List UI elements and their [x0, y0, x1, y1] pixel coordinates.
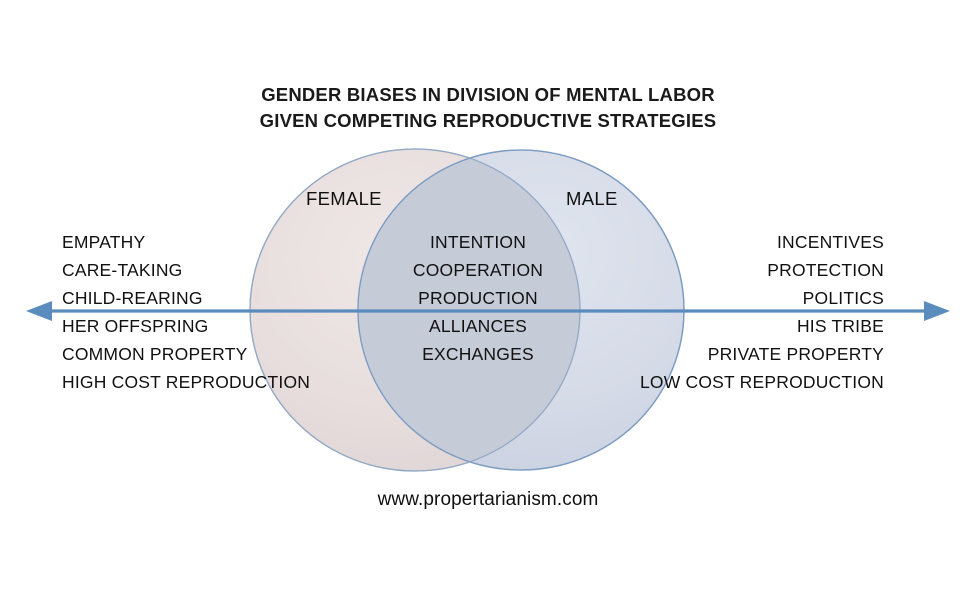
title-line-1: GENDER BIASES IN DIVISION OF MENTAL LABO… [261, 84, 715, 105]
list-item: CHILD-REARING [62, 288, 203, 308]
list-item: PROTECTION [767, 260, 884, 280]
list-item: ALLIANCES [428, 316, 528, 336]
list-item: CARE-TAKING [62, 260, 183, 280]
list-item: PRIVATE PROPERTY [707, 344, 884, 364]
list-item: LOW COST REPRODUCTION [639, 372, 884, 392]
axis-arrowhead-right [924, 301, 950, 321]
list-item: INTENTION [429, 232, 527, 252]
list-item: INCENTIVES [776, 232, 884, 252]
list-item: EXCHANGES [422, 344, 534, 364]
female-traits-list: EMPATHY CARE-TAKING CHILD-REARING HER OF… [62, 228, 402, 396]
axis-arrowhead-left [26, 301, 52, 321]
male-circle-label: MALE [566, 188, 618, 209]
female-circle-label: FEMALE [306, 188, 382, 209]
source-url: www.propertarianism.com [377, 489, 599, 510]
list-item: COMMON PROPERTY [62, 344, 248, 364]
list-item: COOPERATION [412, 260, 544, 280]
page-title: GENDER BIASES IN DIVISION OF MENTAL LABO… [0, 82, 976, 134]
list-item: EMPATHY [62, 232, 146, 252]
list-item: HER OFFSPRING [62, 316, 209, 336]
list-item: HIGH COST REPRODUCTION [62, 372, 311, 392]
list-item: PRODUCTION [418, 288, 538, 308]
list-item: POLITICS [802, 288, 884, 308]
list-item: HIS TRIBE [796, 316, 884, 336]
shared-traits-list: INTENTION COOPERATION PRODUCTION ALLIANC… [368, 228, 588, 368]
male-traits-list: INCENTIVES PROTECTION POLITICS HIS TRIBE… [524, 228, 884, 396]
title-line-2: GIVEN COMPETING REPRODUCTIVE STRATEGIES [259, 110, 717, 131]
